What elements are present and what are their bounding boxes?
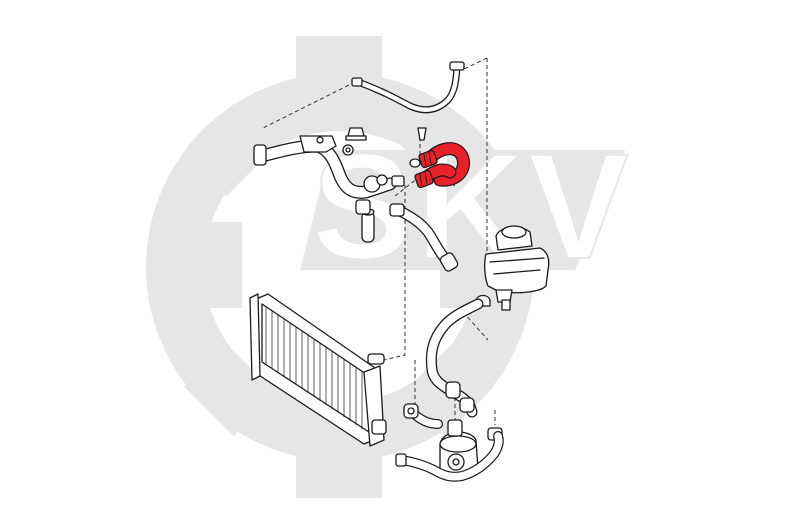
upper-coolant-pipe <box>351 61 465 114</box>
tank-outlet-hose <box>425 298 484 418</box>
watermark-text: SKV <box>312 122 632 290</box>
thermostat-housing <box>253 127 427 243</box>
lower-connectors <box>403 403 443 429</box>
coolant-expansion-tank <box>475 225 550 311</box>
coolant-hose-highlighted <box>414 142 470 189</box>
assembly-guide-lines <box>262 57 496 425</box>
middle-coolant-hose <box>389 203 459 272</box>
lower-coolant-hose <box>395 431 504 482</box>
radiator <box>249 293 387 447</box>
